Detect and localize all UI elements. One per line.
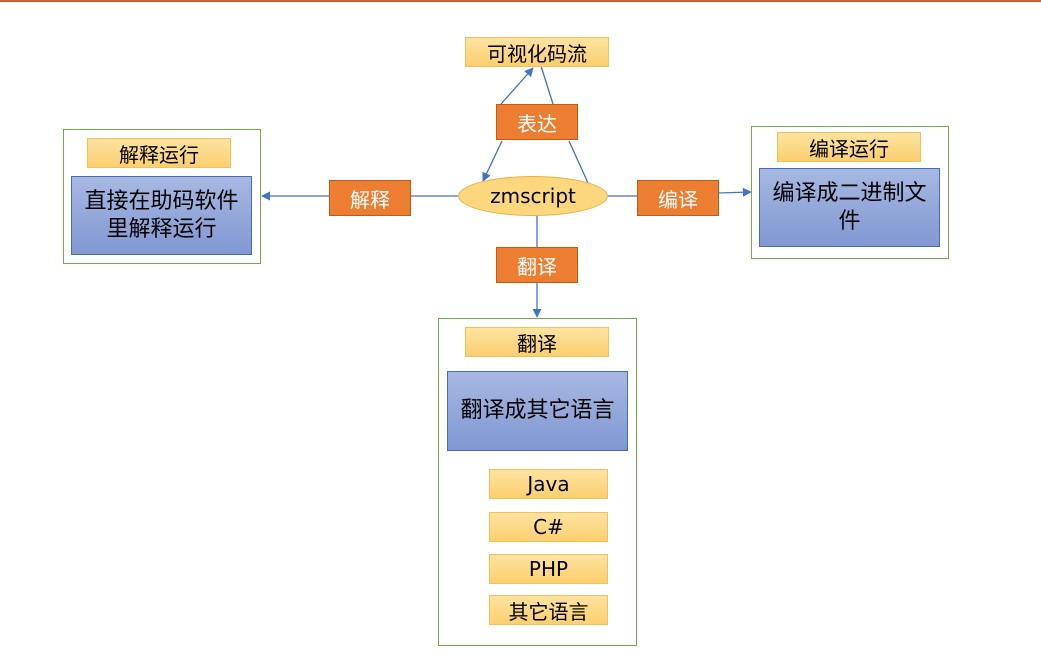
interpret-run-detail: 直接在助码软件里解释运行	[71, 176, 252, 255]
line-from-visual-stream	[540, 65, 554, 105]
arrow-to-visual-stream	[500, 67, 534, 105]
language-other: 其它语言	[489, 595, 608, 625]
language-csharp: C#	[489, 512, 608, 542]
interpret-run-title: 解释运行	[87, 138, 231, 168]
language-php: PHP	[489, 554, 608, 584]
express-label: 表达	[496, 104, 578, 140]
compile-label: 编译	[637, 180, 719, 216]
arrow-to-center	[482, 140, 503, 182]
line-from-center	[568, 140, 589, 184]
translate-detail: 翻译成其它语言	[447, 371, 628, 451]
arrow-to-compile-box	[717, 187, 752, 197]
top-divider-line	[0, 0, 1041, 2]
visual-stream-box: 可视化码流	[465, 37, 609, 67]
zmscript-center-node: zmscript	[458, 176, 608, 216]
translate-label: 翻译	[496, 247, 578, 283]
translate-title: 翻译	[465, 327, 609, 357]
compile-run-title: 编译运行	[777, 132, 921, 162]
compile-run-detail: 编译成二进制文件	[759, 168, 940, 247]
interpret-label: 解释	[329, 180, 411, 216]
language-java: Java	[489, 469, 608, 499]
